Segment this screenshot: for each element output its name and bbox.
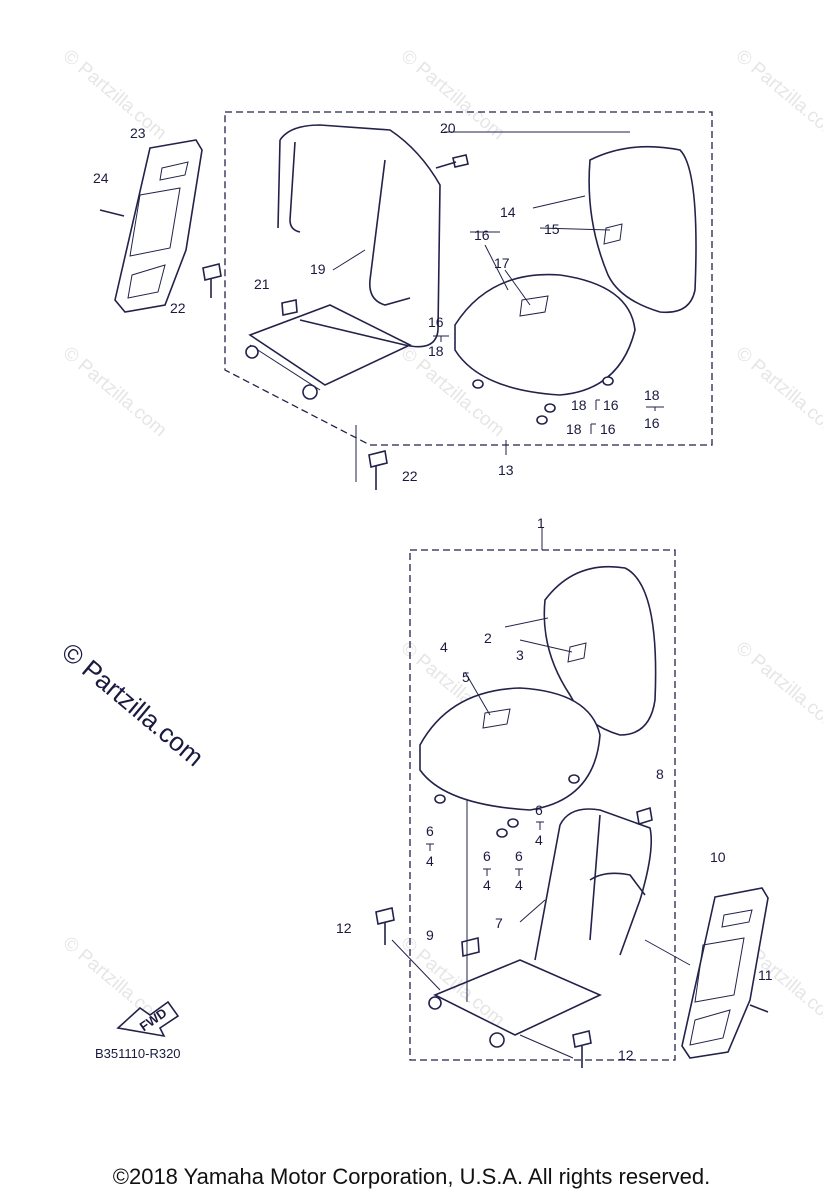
watermark: © Partzilla.com [732, 638, 823, 736]
seat-cushion-16 [454, 273, 636, 396]
callout-4: 4 [426, 853, 434, 869]
bracket-lines [426, 335, 664, 876]
upper-seat-assembly [99, 111, 713, 490]
watermark: © Partzilla.com [732, 46, 823, 144]
callout-7: 7 [495, 915, 503, 931]
callout-12: 12 [336, 920, 352, 936]
watermark: © Partzilla.com [397, 933, 509, 1031]
callout-4: 4 [515, 877, 523, 893]
watermark: © Partzilla.com [59, 343, 171, 441]
callouts: 1 2 3 4 5 6 4 6 4 6 4 6 4 7 8 9 10 11 12… [93, 120, 773, 1063]
bolt-12 [572, 1030, 592, 1048]
callout-13: 13 [498, 462, 514, 478]
callout-16: 16 [474, 227, 490, 243]
side-panel-23 [114, 139, 203, 313]
callout-19: 19 [310, 261, 326, 277]
callout-6: 6 [515, 848, 523, 864]
backrest-14 [588, 145, 697, 314]
callout-11: 11 [758, 967, 773, 983]
callout-20: 20 [440, 120, 456, 136]
callout-23: 23 [130, 125, 146, 141]
callout-17: 17 [494, 255, 510, 271]
callout-4: 4 [440, 639, 448, 655]
callout-6: 6 [535, 802, 543, 818]
bolt-8 [636, 806, 653, 826]
callout-3: 3 [516, 647, 524, 663]
callout-24: 24 [93, 170, 109, 186]
callout-18: 18 [566, 421, 582, 437]
seat-cushion-4 [419, 687, 601, 811]
diagram-code: B351110-R320 [95, 1046, 181, 1061]
callout-22: 22 [170, 300, 186, 316]
callout-6: 6 [426, 823, 434, 839]
callout-18: 18 [644, 387, 660, 403]
callout-18: 18 [428, 343, 444, 359]
callout-16: 16 [644, 415, 660, 431]
callout-9: 9 [426, 927, 434, 943]
callout-4: 4 [535, 832, 543, 848]
lower-seat-assembly [375, 528, 769, 1068]
frame-7 [534, 808, 653, 961]
callout-14: 14 [500, 204, 516, 220]
callout-2: 2 [484, 630, 492, 646]
watermark: © Partzilla.com [59, 46, 171, 144]
callout-15: 15 [544, 221, 560, 237]
callout-8: 8 [656, 766, 664, 782]
bolt-22 [202, 263, 222, 281]
callout-16: 16 [600, 421, 616, 437]
copyright-notice: ©2018 Yamaha Motor Corporation, U.S.A. A… [112, 1164, 711, 1189]
side-panel-10 [681, 887, 769, 1059]
frame-19 [277, 124, 441, 348]
callout-22: 22 [402, 468, 418, 484]
callout-10: 10 [710, 849, 726, 865]
callout-18: 18 [571, 397, 587, 413]
callout-6: 6 [483, 848, 491, 864]
bolt-12 [375, 907, 395, 925]
callout-12: 12 [618, 1047, 634, 1063]
nut-21 [281, 299, 298, 316]
callout-5: 5 [462, 669, 470, 685]
nut-9 [461, 936, 480, 958]
callout-1: 1 [537, 515, 545, 531]
callout-16: 16 [603, 397, 619, 413]
watermark-large: © Partzilla.com [56, 637, 209, 773]
callout-4: 4 [483, 877, 491, 893]
callout-16: 16 [428, 314, 444, 330]
backrest-2 [543, 565, 657, 736]
bolt-20 [452, 154, 469, 168]
bolt-22 [368, 450, 388, 468]
watermark: © Partzilla.com [732, 343, 823, 441]
callout-21: 21 [254, 276, 270, 292]
